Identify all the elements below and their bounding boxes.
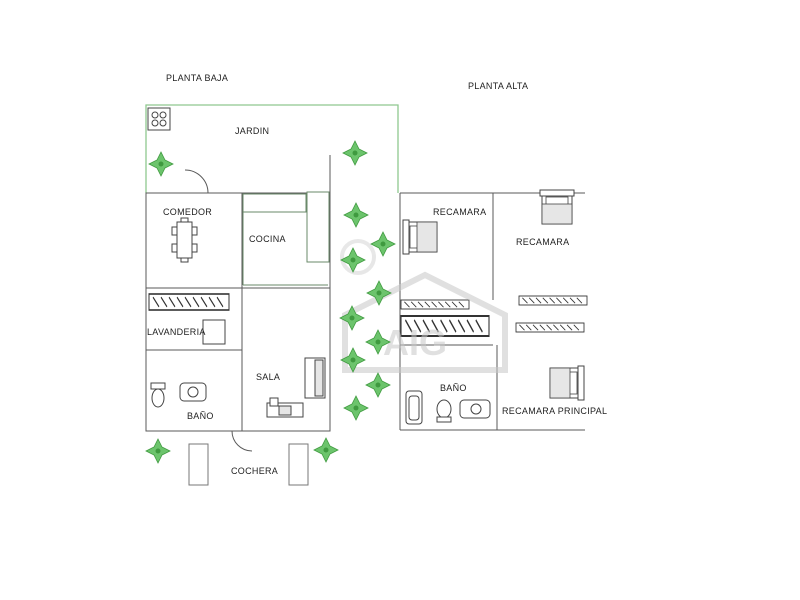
garage-door <box>231 430 253 452</box>
bed-recamara-1 <box>402 219 438 255</box>
room-label-recamara-principal: RECAMARA PRINCIPAL <box>502 406 607 416</box>
garden-door <box>184 169 209 194</box>
plant-icon <box>343 202 369 228</box>
room-label-comedor: COMEDOR <box>163 207 212 217</box>
sofa-vertical <box>304 357 326 399</box>
bathtub <box>405 390 423 425</box>
sofa-horizontal <box>266 397 304 418</box>
bed-recamara-2 <box>539 189 575 225</box>
stove-icon <box>147 107 171 131</box>
ground-floor-walls <box>145 155 331 432</box>
garage-strip-left <box>188 443 209 486</box>
dining-table <box>171 217 198 263</box>
room-label-cocina: COCINA <box>249 234 286 244</box>
floor-title-ground: PLANTA BAJA <box>166 73 228 83</box>
bed-recamara-principal <box>549 365 585 401</box>
plant-icon <box>148 151 174 177</box>
closet-upper-4 <box>515 322 585 333</box>
room-label-recamara-2: RECAMARA <box>516 237 569 247</box>
garage-strip-right <box>288 443 309 486</box>
watermark-text: AIG <box>383 322 447 363</box>
closet-upper-3 <box>518 295 588 306</box>
room-label-bano-bajo: BAÑO <box>187 411 214 421</box>
room-label-jardin: JARDIN <box>235 126 269 136</box>
floor-title-upper: PLANTA ALTA <box>468 81 528 91</box>
plant-icon <box>313 437 339 463</box>
room-label-recamara-1: RECAMARA <box>433 207 486 217</box>
room-label-bano-alto: BAÑO <box>440 383 467 393</box>
watermark-logo: AIG <box>340 239 508 373</box>
closet-upper-1 <box>400 299 470 310</box>
room-label-lavanderia: LAVANDERIA <box>147 327 206 337</box>
garden-boundary <box>145 104 399 193</box>
toilet-ground <box>150 382 166 408</box>
washer <box>202 319 226 345</box>
plant-icon <box>145 438 171 464</box>
plant-icon <box>365 372 391 398</box>
sink-upper <box>459 399 491 419</box>
room-label-sala: SALA <box>256 372 280 382</box>
sink-ground <box>179 382 207 402</box>
plant-icon <box>343 395 369 421</box>
kitchen-counter <box>242 191 330 286</box>
room-label-cochera: COCHERA <box>231 466 278 476</box>
laundry-closet <box>148 293 230 311</box>
toilet-upper <box>436 399 452 423</box>
plant-icon <box>342 140 368 166</box>
